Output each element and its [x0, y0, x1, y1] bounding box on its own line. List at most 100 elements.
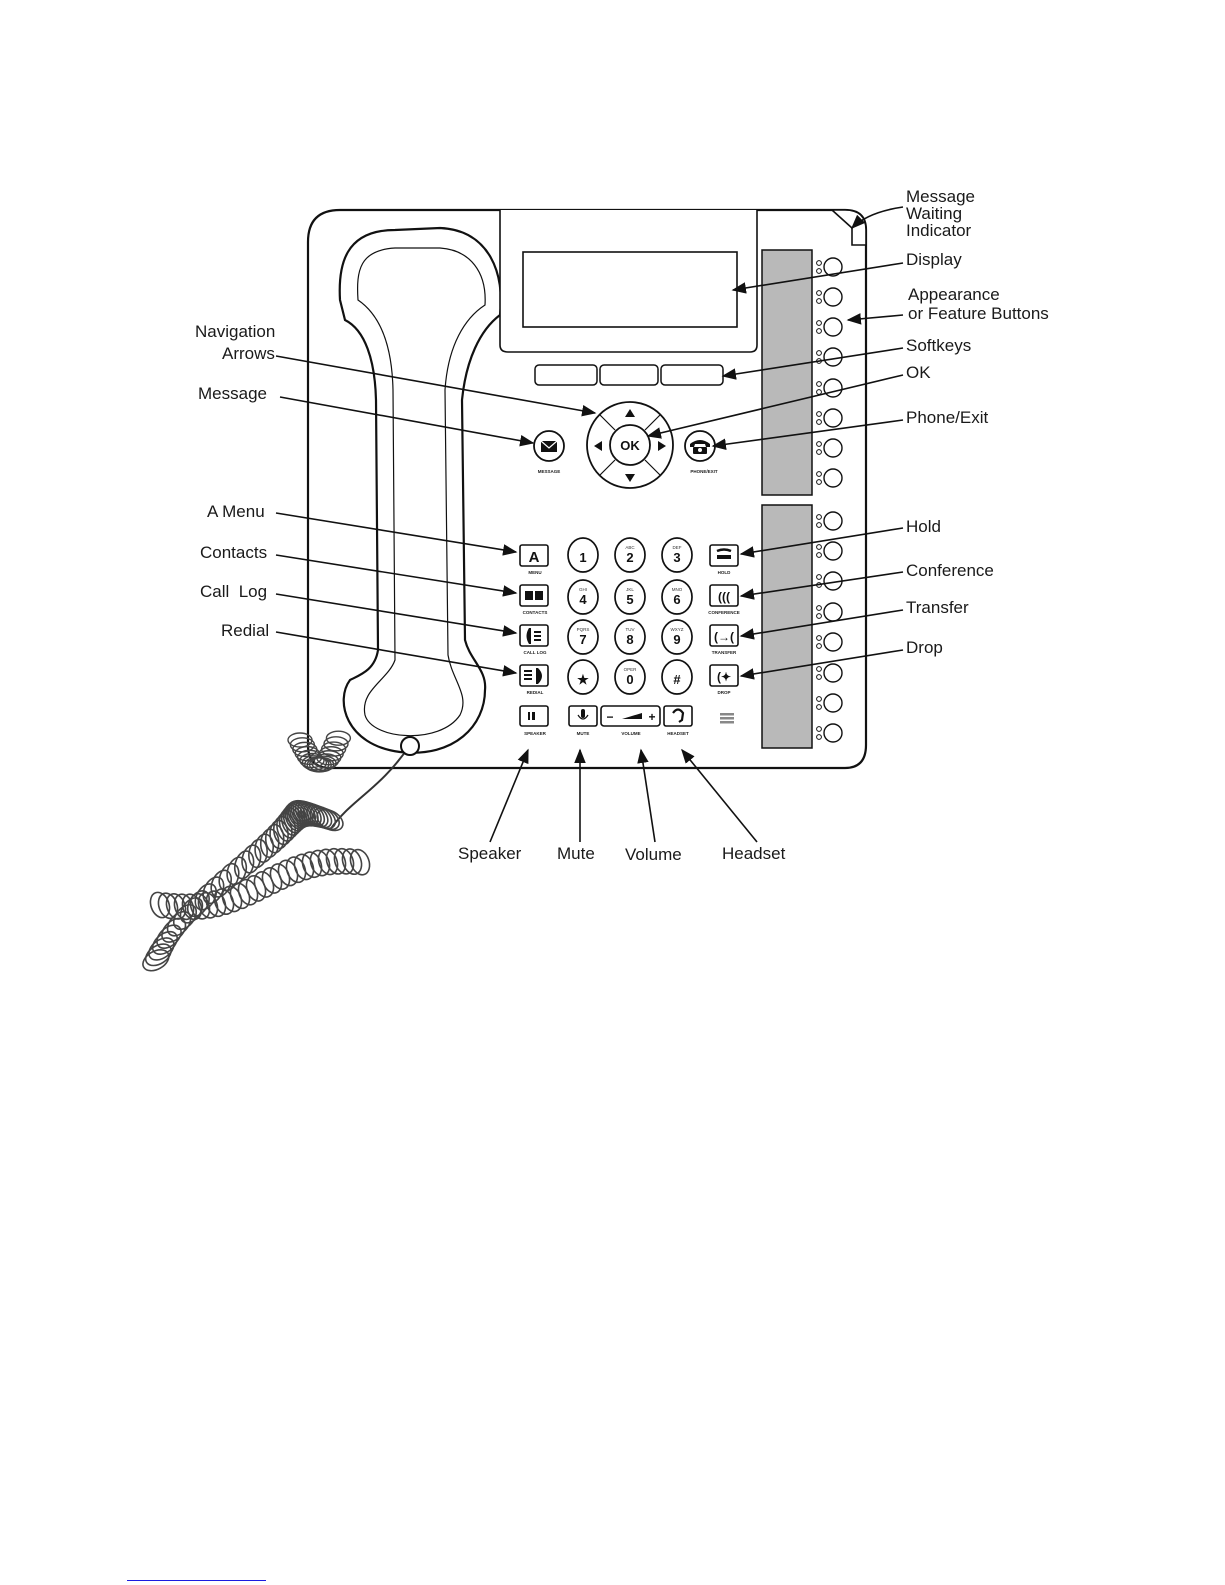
appearance-button-12[interactable]: [816, 602, 843, 622]
callout-speaker: Speaker: [458, 844, 522, 863]
key-digit: 1: [579, 550, 586, 565]
led-indicator: [816, 574, 822, 580]
appearance-button-14[interactable]: [816, 663, 843, 683]
nav-left-arrow-icon[interactable]: [594, 441, 602, 451]
nav-right-arrow-icon[interactable]: [658, 441, 666, 451]
contacts-button[interactable]: CONTACTS: [519, 584, 549, 615]
key-letters: PQRS: [577, 627, 590, 632]
callout-leaders: [275, 206, 904, 843]
appearance-button-16[interactable]: [816, 723, 843, 743]
appearance-button-7[interactable]: [816, 438, 843, 458]
key-12[interactable]: #: [661, 659, 693, 695]
key-digit: 5: [626, 592, 633, 607]
callout-message-waiting-line2: Waiting: [906, 204, 962, 223]
button-label-strip-top: [761, 249, 813, 496]
menu-button[interactable]: A MENU: [519, 544, 549, 575]
led-indicator: [816, 479, 822, 485]
volume-plus[interactable]: +: [648, 710, 655, 724]
led-indicator: [816, 643, 822, 649]
key-letters: MNO: [672, 587, 683, 592]
nav-up-arrow-icon[interactable]: [625, 409, 635, 417]
led-indicator: [816, 726, 822, 732]
appearance-button-2[interactable]: [816, 287, 843, 307]
callout-drop: Drop: [906, 638, 943, 657]
appearance-button-3[interactable]: [816, 317, 843, 337]
softkey-2[interactable]: [599, 364, 659, 386]
volume-minus[interactable]: −: [606, 710, 613, 724]
key-10[interactable]: ★: [567, 659, 599, 695]
transfer-button-label: TRANSFER: [712, 650, 737, 655]
appearance-button-10[interactable]: [816, 541, 843, 561]
softkey-3[interactable]: [660, 364, 724, 386]
led-indicator: [816, 613, 822, 619]
appearance-button-4[interactable]: [816, 347, 843, 367]
key-digit: 7: [579, 632, 586, 647]
headset-button[interactable]: HEADSET: [663, 705, 693, 736]
led-indicator: [816, 350, 822, 356]
conference-button[interactable]: ((( CONFERENCE: [708, 584, 740, 615]
key-letters: OPER: [624, 667, 638, 672]
led-indicator: [816, 290, 822, 296]
handset-cord: [142, 730, 411, 972]
mute-button[interactable]: MUTE: [568, 705, 598, 736]
drop-button[interactable]: (✦ DROP: [709, 664, 739, 695]
callout-appearance-line1: Appearance: [908, 285, 1000, 304]
phone-exit-button[interactable]: PHONE/EXIT: [684, 430, 718, 474]
redial-button-label: REDIAL: [527, 690, 544, 695]
led-indicator: [816, 419, 822, 425]
softkey-1[interactable]: [534, 364, 598, 386]
call-log-button[interactable]: CALL LOG: [519, 624, 549, 655]
callout-navigation-line1: Navigation: [195, 322, 275, 341]
key-letters: GHI: [579, 587, 587, 592]
led-indicator: [816, 635, 822, 641]
appearance-button-9[interactable]: [816, 511, 843, 531]
callout-appearance-line2: or Feature Buttons: [908, 304, 1049, 323]
key-1[interactable]: 1: [567, 537, 599, 573]
appearance-button-13[interactable]: [816, 632, 843, 652]
call-log-icon: [526, 628, 541, 644]
led-indicator: [816, 666, 822, 672]
microphone-icon: [577, 709, 589, 720]
led-indicator: [816, 411, 822, 417]
speaker-button[interactable]: SPEAKER: [519, 705, 549, 736]
appearance-button-15[interactable]: [816, 693, 843, 713]
drop-button-label: DROP: [717, 690, 730, 695]
appearance-button-6[interactable]: [816, 408, 843, 428]
transfer-button[interactable]: (→( TRANSFER: [709, 624, 739, 655]
phone-exit-button-label: PHONE/EXIT: [690, 469, 718, 474]
volume-control[interactable]: − + VOLUME: [600, 705, 661, 736]
conference-icon: (((: [718, 590, 730, 604]
callout-contacts: Contacts: [200, 543, 267, 562]
hold-icon: [716, 548, 732, 559]
led-indicator: [816, 605, 822, 611]
callout-navigation-line2: Arrows: [222, 344, 275, 363]
message-button-label: MESSAGE: [538, 469, 561, 474]
key-digit: #: [673, 672, 681, 687]
callout-a-menu: A Menu: [207, 502, 265, 521]
callout-message-waiting-line1: Message: [906, 187, 975, 206]
nav-down-arrow-icon[interactable]: [625, 474, 635, 482]
appearance-button-1[interactable]: [816, 257, 843, 277]
ok-button[interactable]: [609, 424, 651, 466]
redial-button[interactable]: REDIAL: [519, 664, 549, 695]
led-indicator: [816, 328, 822, 334]
led-indicator: [816, 544, 822, 550]
callout-softkeys: Softkeys: [906, 336, 971, 355]
led-indicator: [816, 674, 822, 680]
handset: [338, 226, 502, 756]
appearance-button-8[interactable]: [816, 468, 843, 488]
hold-button[interactable]: HOLD: [709, 544, 739, 575]
volume-control-label: VOLUME: [621, 731, 640, 736]
footer-link-underline: [127, 1580, 266, 1581]
callout-labels: Message Waiting Indicator Display Appear…: [195, 187, 1049, 864]
